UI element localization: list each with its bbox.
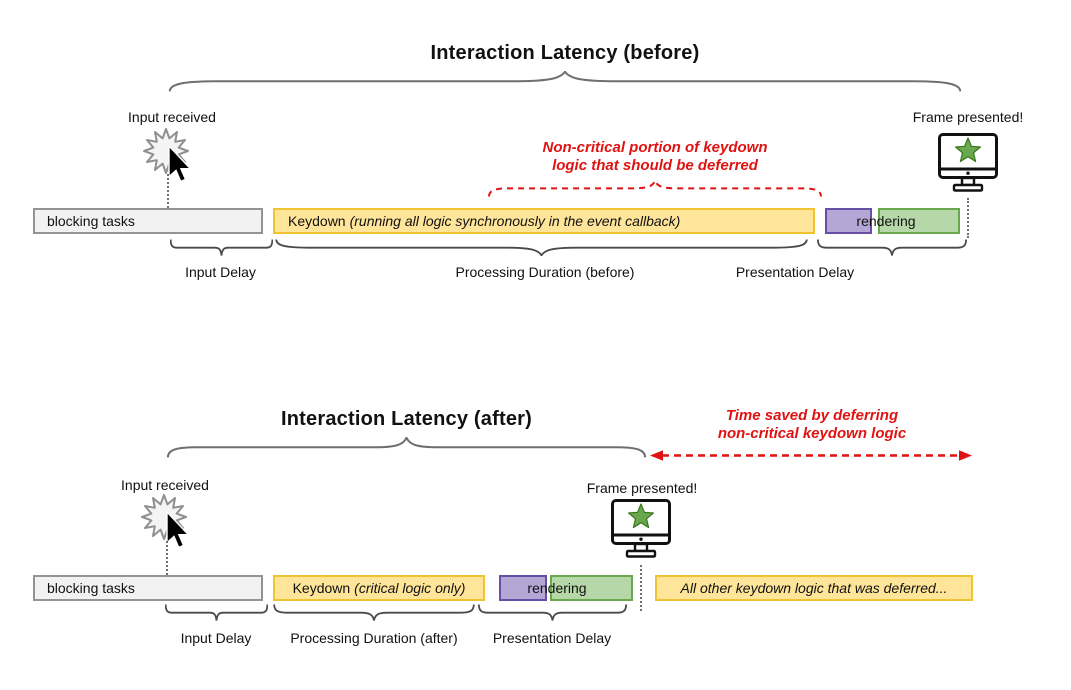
monitor-star-icon — [936, 131, 1000, 197]
after-keydown-text: Keydown — [292, 580, 351, 596]
before-red-annotation-line1: Non-critical portion of keydown — [542, 139, 768, 156]
before-rendering-label: rendering — [856, 213, 916, 229]
before-input-delay-brace — [170, 239, 273, 256]
monitor-star-icon — [609, 497, 673, 563]
before-paint-bar — [825, 208, 872, 234]
before-processing-label: Processing Duration (before) — [455, 264, 635, 280]
before-blocking-tasks-text: blocking tasks — [47, 213, 135, 229]
before-keydown-bar: Keydown (running all logic synchronously… — [273, 208, 815, 234]
after-input-received-label: Input received — [121, 477, 209, 493]
after-rendering-bar — [550, 575, 633, 601]
before-red-dashed-brace — [487, 180, 823, 197]
before-presentation-brace — [817, 239, 967, 256]
before-frame-presented-label: Frame presented! — [912, 109, 1024, 125]
after-red-annotation-line2: non-critical keydown logic — [717, 425, 907, 442]
after-keydown-bar: Keydown (critical logic only) — [273, 575, 485, 601]
after-presentation-label: Presentation Delay — [492, 630, 612, 646]
after-input-dotted-line — [166, 541, 168, 575]
before-keydown-detail-text: (running all logic synchronously in the … — [349, 213, 681, 229]
after-keydown-detail-text: (critical logic only) — [354, 580, 466, 596]
after-red-annotation-line1: Time saved by deferring — [725, 407, 899, 424]
before-title: Interaction Latency (before) — [430, 42, 700, 64]
after-blocking-tasks-bar: blocking tasks — [33, 575, 263, 601]
before-rendering-bar — [878, 208, 960, 234]
after-rendering-label: rendering — [527, 580, 587, 596]
after-frame-presented-label: Frame presented! — [586, 480, 698, 496]
time-saved-arrow — [650, 449, 972, 462]
after-blocking-tasks-text: blocking tasks — [47, 580, 135, 596]
after-title: Interaction Latency (after) — [280, 408, 532, 430]
before-processing-brace — [273, 239, 810, 256]
after-input-delay-brace — [165, 604, 268, 621]
input-click-burst-icon — [140, 127, 202, 185]
before-input-received-label: Input received — [128, 109, 216, 125]
after-title-brace — [165, 437, 648, 458]
input-click-burst-icon — [138, 493, 200, 551]
after-deferred-text: All other keydown logic that was deferre… — [680, 580, 948, 596]
after-input-delay-label: Input Delay — [180, 630, 252, 646]
after-processing-brace — [273, 604, 475, 621]
before-frame-dotted-line — [967, 198, 969, 238]
after-red-annotation: Time saved by deferring non-critical key… — [662, 407, 962, 443]
before-blocking-tasks-bar: blocking tasks — [33, 208, 263, 234]
after-presentation-brace — [478, 604, 627, 621]
before-presentation-label: Presentation Delay — [735, 264, 855, 280]
before-input-dotted-line — [167, 174, 169, 208]
before-red-annotation: Non-critical portion of keydown logic th… — [500, 139, 810, 175]
after-deferred-bar: All other keydown logic that was deferre… — [655, 575, 973, 601]
after-paint-bar — [499, 575, 547, 601]
after-processing-label: Processing Duration (after) — [290, 630, 458, 646]
before-title-brace — [165, 71, 965, 92]
after-frame-dotted-line — [640, 565, 642, 611]
before-input-delay-label: Input Delay — [185, 264, 256, 280]
before-keydown-text: Keydown — [288, 213, 346, 229]
before-red-annotation-line2: logic that should be deferred — [552, 157, 758, 174]
